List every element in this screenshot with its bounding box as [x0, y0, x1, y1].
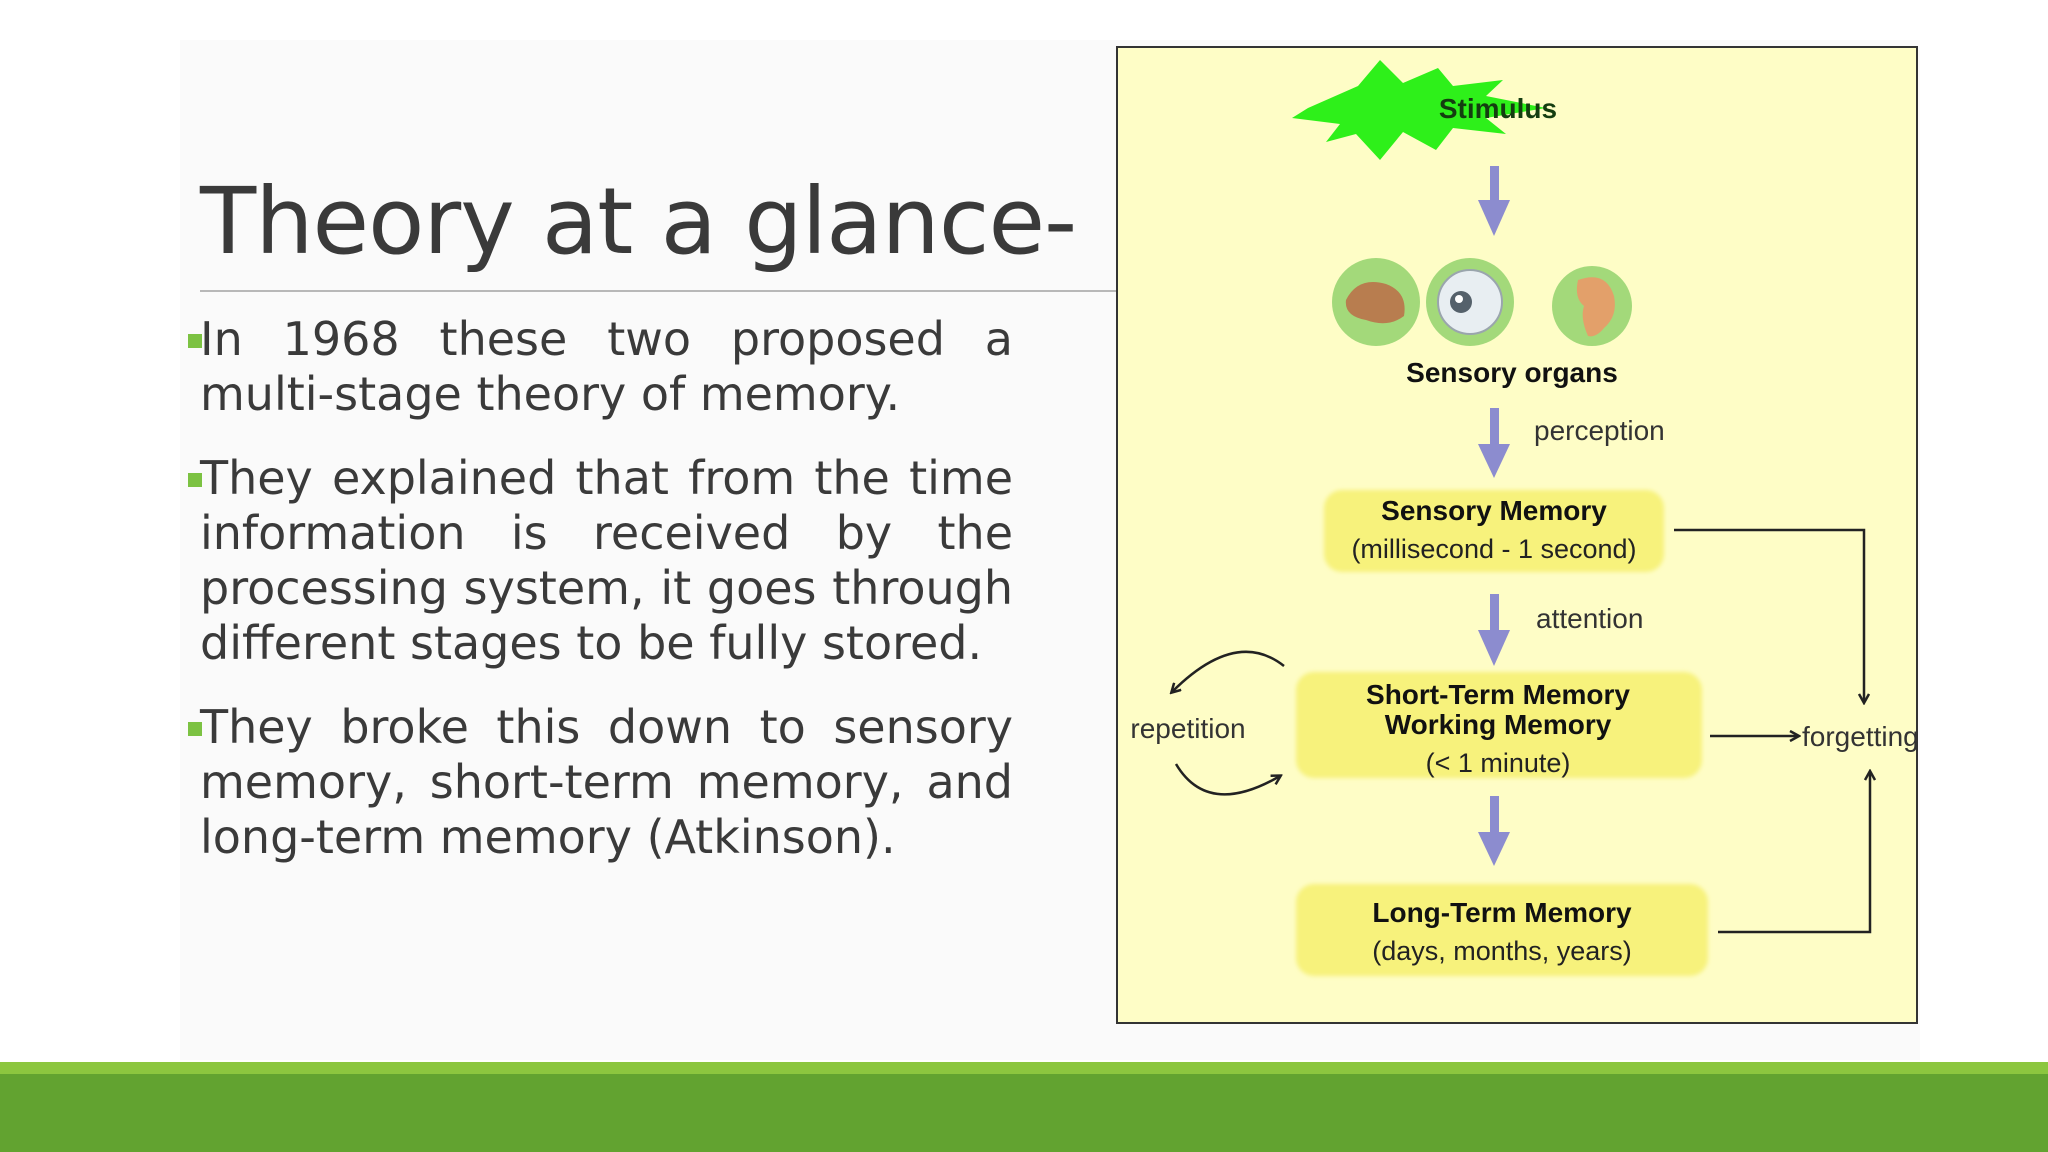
working-memory-subtitle: Working Memory — [1385, 709, 1612, 740]
arrow-shaft — [1490, 408, 1499, 448]
short-term-memory-box — [1296, 672, 1702, 778]
attention-label: attention — [1536, 603, 1643, 634]
long-term-memory-duration: (days, months, years) — [1372, 936, 1632, 966]
repetition-label: repetition — [1130, 713, 1245, 744]
sensory-organs-label: Sensory organs — [1406, 357, 1618, 388]
down-arrow-icon — [1478, 630, 1510, 666]
stimulus-label: Stimulus — [1439, 93, 1557, 124]
bullet-item: They explained that from the time inform… — [188, 451, 1013, 671]
down-arrow-icon — [1478, 444, 1510, 478]
nose-icon — [1332, 258, 1420, 346]
eye-icon — [1426, 258, 1514, 346]
slide-title: Theory at a glance- — [200, 168, 1077, 275]
bullet-list: In 1968 these two proposed a multi-stage… — [188, 312, 1013, 894]
repetition-arrow-icon — [1172, 650, 1285, 692]
sensory-memory-duration: (millisecond - 1 second) — [1351, 534, 1636, 564]
short-term-memory-title: Short-Term Memory — [1366, 679, 1630, 710]
bullet-text: They explained that from the time inform… — [200, 451, 1013, 670]
long-term-forgetting-connector — [1718, 772, 1870, 934]
repetition-arrow-icon — [1174, 763, 1280, 796]
down-arrow-icon — [1478, 200, 1510, 236]
bullet-item: They broke this down to sensory memory, … — [188, 700, 1013, 865]
sensory-forgetting-connector — [1674, 528, 1864, 702]
title-divider — [200, 290, 1118, 292]
perception-label: perception — [1534, 415, 1665, 446]
square-bullet-icon — [188, 473, 202, 487]
bullet-item: In 1968 these two proposed a multi-stage… — [188, 312, 1013, 422]
sensory-memory-box — [1324, 490, 1664, 572]
arrow-shaft — [1490, 796, 1499, 836]
bullet-text: They broke this down to sensory memory, … — [200, 700, 1013, 864]
memory-model-diagram: Stimulus Sensory organs perception Senso… — [1116, 46, 1918, 1024]
bullet-text: In 1968 these two proposed a multi-stage… — [200, 312, 1013, 421]
sensory-memory-title: Sensory Memory — [1381, 495, 1607, 526]
square-bullet-icon — [188, 334, 202, 348]
long-term-memory-box — [1296, 884, 1708, 976]
arrow-shaft — [1490, 594, 1499, 634]
long-term-memory-title: Long-Term Memory — [1372, 897, 1632, 928]
footer-accent-stripe — [0, 1062, 2048, 1074]
ear-icon — [1552, 266, 1632, 346]
down-arrow-icon — [1478, 832, 1510, 866]
stimulus-starburst — [1292, 60, 1546, 160]
arrow-shaft — [1490, 166, 1499, 204]
square-bullet-icon — [188, 722, 202, 736]
short-term-memory-duration: (< 1 minute) — [1426, 748, 1571, 778]
forgetting-label: forgetting — [1802, 721, 1916, 752]
footer-band — [0, 1074, 2048, 1152]
